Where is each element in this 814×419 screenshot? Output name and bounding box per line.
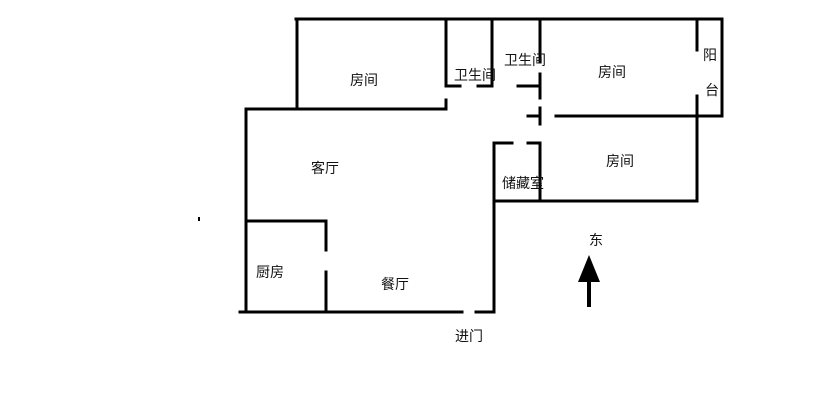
room-label-dining: 餐厅 — [381, 277, 409, 293]
room-labels: 房间 卫生间 卫生间 房间 阳 台 客厅 储藏室 房间 厨房 餐厅 — [256, 48, 719, 293]
room-label-bedroom-top-left: 房间 — [350, 73, 378, 89]
room-label-balcony-2: 台 — [705, 83, 719, 99]
walls — [238, 17, 724, 314]
room-label-balcony-1: 阳 — [703, 48, 717, 64]
room-label-storage: 储藏室 — [502, 175, 544, 192]
room-label-bathroom-2: 卫生间 — [504, 53, 546, 69]
compass: 东 — [578, 233, 603, 307]
room-label-kitchen: 厨房 — [256, 265, 284, 281]
arrow-up-icon — [578, 255, 600, 307]
entrance-label: 进门 — [455, 329, 483, 345]
room-label-bedroom-top-right: 房间 — [598, 65, 626, 81]
room-label-bedroom-right: 房间 — [606, 154, 634, 170]
compass-direction-label: 东 — [589, 233, 603, 249]
room-label-bathroom-1: 卫生间 — [454, 68, 496, 84]
room-label-living-room: 客厅 — [311, 160, 339, 177]
